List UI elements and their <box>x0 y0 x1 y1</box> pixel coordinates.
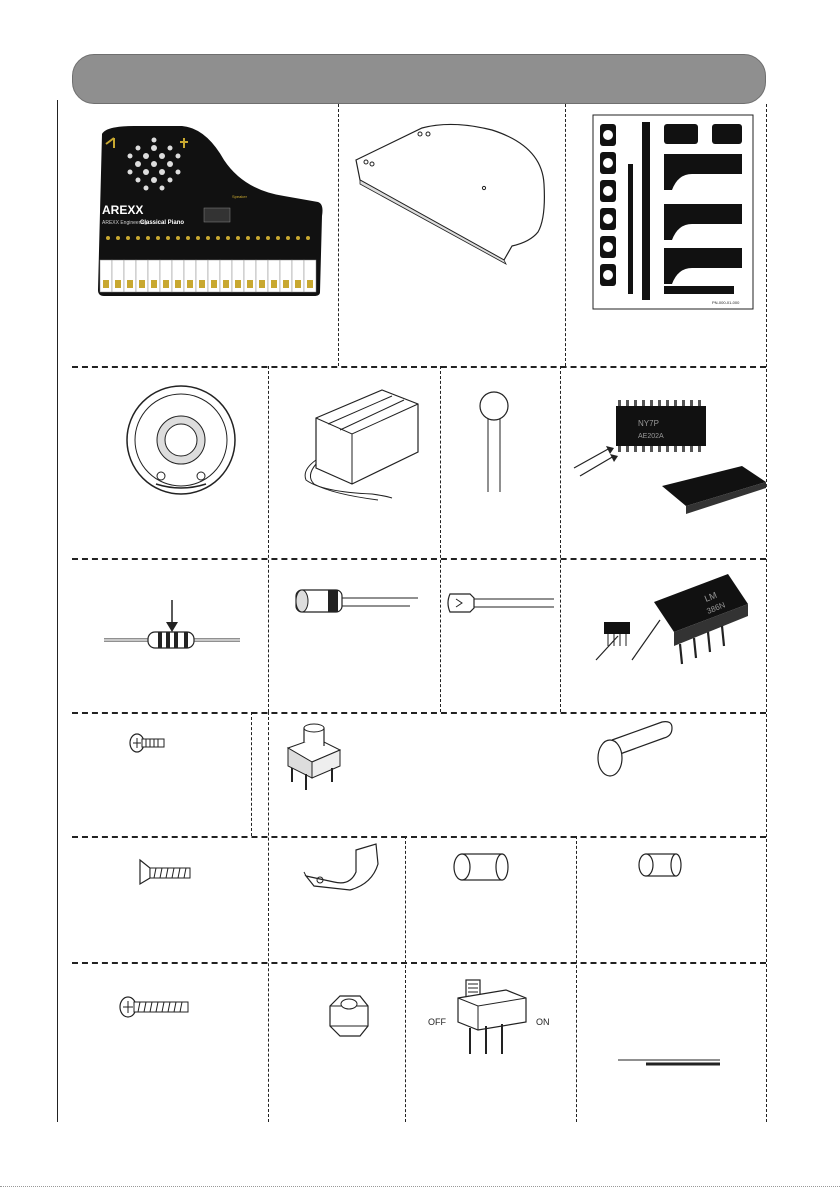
nut-image <box>326 992 372 1040</box>
ic-marking-line2: AE202A <box>638 433 664 440</box>
grid-vline-9 <box>405 836 406 1122</box>
switch-off-label: OFF <box>428 1017 446 1027</box>
grid-vline-6 <box>560 366 561 712</box>
grid-vline-7 <box>251 712 252 836</box>
piano-base-plate-image <box>352 118 552 266</box>
amplifier-ic-chip-image: LM 386N <box>590 572 760 688</box>
spacer-tube-large-image <box>452 850 510 884</box>
page-bottom-dotted-rule <box>0 1186 840 1187</box>
grid-vline-10 <box>576 836 577 1122</box>
battery-holder-image <box>292 380 432 504</box>
wire-image <box>616 1054 722 1070</box>
grid-divider-row2 <box>72 558 766 560</box>
resistor-image <box>102 598 242 656</box>
grid-divider-row5 <box>72 962 766 964</box>
grid-vline-2 <box>565 104 566 366</box>
metal-clip-image <box>300 842 382 892</box>
push-button-image <box>282 720 346 794</box>
grid-divider-row3 <box>72 712 766 714</box>
grid-vline-4 <box>268 366 269 712</box>
speaker-image <box>116 384 246 496</box>
grid-vline-5 <box>440 366 441 712</box>
piano-pcb-image: AREXX AREXX Engineering Classical Piano … <box>94 120 326 300</box>
left-border-rule <box>57 100 58 1122</box>
key-sticker-sheet-image: PN-000-01-000 <box>592 114 754 310</box>
ic-marking-line1: NY7P <box>638 419 659 428</box>
grid-divider-row1 <box>72 366 766 368</box>
small-screw-image <box>128 732 166 754</box>
ceramic-capacitor-image <box>472 386 518 494</box>
sticker-sheet-code: PN-000-01-000 <box>712 300 740 305</box>
header-bar <box>72 54 766 104</box>
grid-vline-3 <box>766 104 767 1122</box>
long-screw-image <box>118 994 192 1020</box>
grid-divider-row4 <box>72 836 766 838</box>
sound-ic-chip-image: NY7P AE202A <box>566 396 766 524</box>
pcb-logo: AREXX <box>102 203 143 217</box>
electrolytic-capacitor-image <box>292 586 422 618</box>
slide-switch-image <box>456 970 530 1058</box>
pcb-speaker-label: Speaker <box>232 194 248 199</box>
countersunk-screw-image <box>138 858 194 886</box>
led-image <box>446 590 556 616</box>
key-pin-image <box>592 718 676 780</box>
switch-on-label: ON <box>536 1017 550 1027</box>
grid-vline-8 <box>268 712 269 1122</box>
pcb-product: Classical Piano <box>140 220 184 226</box>
spacer-tube-small-image <box>636 850 684 880</box>
grid-vline-1 <box>338 104 339 366</box>
